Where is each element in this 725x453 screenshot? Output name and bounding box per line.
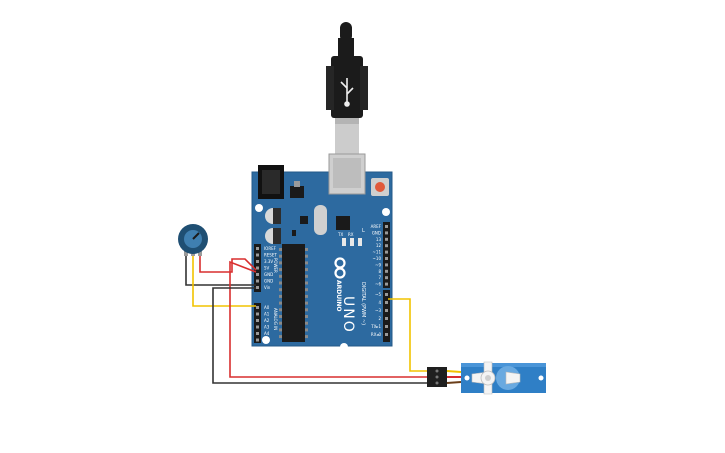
- header-pin[interactable]: [385, 325, 388, 328]
- digital-header-upper: [383, 222, 390, 288]
- pin-label: 7: [378, 275, 381, 280]
- header-pin[interactable]: [256, 306, 259, 309]
- pin-label: A0: [264, 305, 270, 310]
- pin-label: TX▸1: [370, 324, 381, 329]
- pin-label: 5V: [264, 266, 270, 271]
- pin-label: GND: [264, 272, 273, 277]
- header-pin[interactable]: [256, 247, 259, 250]
- digital-header-label: DIGITAL (PWM ~): [360, 282, 366, 325]
- brand-label: ARDUINO: [335, 280, 342, 311]
- header-pin[interactable]: [385, 257, 388, 260]
- header-pin[interactable]: [256, 286, 259, 289]
- pin-label: 2: [378, 316, 381, 321]
- header-pin[interactable]: [385, 244, 388, 248]
- header-pin[interactable]: [256, 319, 259, 322]
- model-label: UNO: [340, 296, 356, 334]
- pin-label: A3: [264, 325, 270, 330]
- pin-label: A1: [264, 312, 270, 317]
- atmega-chip: [282, 244, 305, 342]
- pin-label: 12: [376, 243, 382, 248]
- pin-label: GND: [264, 279, 273, 284]
- pin-label: AREF: [371, 224, 382, 229]
- header-pin[interactable]: [385, 225, 388, 228]
- pin-label: GND: [372, 230, 381, 235]
- potentiometer-knob-indicator[interactable]: [192, 232, 200, 240]
- usb-icon: [340, 78, 354, 107]
- mounting-hole: [262, 336, 270, 344]
- wire-pot-ground[interactable]: [185, 254, 256, 286]
- header-pin[interactable]: [256, 325, 259, 329]
- header-pin[interactable]: [256, 338, 259, 342]
- mounting-hole: [382, 208, 390, 216]
- header-pin[interactable]: [385, 309, 388, 312]
- header-pin[interactable]: [385, 301, 388, 304]
- pin-label: IOREF: [264, 246, 277, 251]
- header-pin[interactable]: [385, 231, 388, 235]
- wire-pot-wiper[interactable]: [192, 254, 256, 307]
- header-pin[interactable]: [385, 250, 388, 254]
- pin-label: 3.3V: [264, 259, 273, 264]
- header-pin[interactable]: [385, 237, 388, 241]
- pin-label: ~11: [373, 250, 382, 255]
- header-pin[interactable]: [385, 276, 388, 280]
- mounting-hole: [340, 343, 348, 351]
- pin-label: ~9: [375, 262, 381, 267]
- arduino-logo: ARDUINO: [334, 257, 346, 311]
- pin-label: 4: [378, 300, 381, 305]
- wires: [185, 254, 428, 384]
- status-leds: L TX RX: [337, 228, 365, 246]
- analog-header-label: ANALOG IN: [273, 308, 278, 330]
- pin-label: ~3: [375, 308, 381, 313]
- header-pin[interactable]: [385, 317, 388, 320]
- mounting-hole: [255, 204, 263, 212]
- header-pin[interactable]: [385, 333, 388, 336]
- header-pin[interactable]: [256, 266, 259, 270]
- header-pin[interactable]: [385, 293, 388, 296]
- analog-header: [254, 303, 261, 343]
- wire-servo-ground[interactable]: [212, 287, 428, 384]
- header-pin[interactable]: [385, 263, 388, 267]
- pin-label: ~5: [375, 292, 381, 297]
- pin-label: RESET: [264, 253, 277, 258]
- pin-label: 13: [376, 237, 382, 242]
- header-pin[interactable]: [256, 260, 259, 263]
- pin-label: ~10: [373, 256, 382, 261]
- pin-label: A5: [264, 338, 270, 343]
- led-rx-label: RX: [348, 232, 354, 237]
- header-pin[interactable]: [256, 253, 259, 257]
- pin-label: A4: [264, 331, 270, 336]
- voltage-regulator: [290, 186, 304, 198]
- crystal-oscillator: [314, 205, 327, 235]
- pin-label: RX◂0: [371, 332, 382, 337]
- potentiometer[interactable]: [178, 224, 208, 256]
- usb-cable[interactable]: [326, 22, 368, 154]
- power-header-label: POWER: [273, 258, 278, 273]
- pin-label: Vin: [264, 285, 271, 290]
- header-pin[interactable]: [385, 269, 388, 273]
- wire-servo-signal[interactable]: [388, 298, 428, 372]
- header-pin[interactable]: [256, 273, 259, 276]
- header-pin[interactable]: [256, 332, 259, 335]
- led-l-label: L: [362, 228, 365, 234]
- wire-pot-5v[interactable]: [199, 254, 257, 273]
- header-pin[interactable]: [385, 282, 388, 286]
- header-pin[interactable]: [256, 312, 259, 316]
- arduino-uno-board[interactable]: L TX RX ARDUINO UNO DIGITAL (PWM ~) POWE…: [251, 153, 393, 351]
- led-tx-label: TX: [337, 232, 343, 237]
- header-pin[interactable]: [256, 279, 259, 283]
- wire-servo-5v[interactable]: [229, 260, 428, 378]
- pin-label: A2: [264, 318, 270, 323]
- pin-label: ~6: [375, 282, 381, 287]
- pin-label: 8: [378, 269, 381, 274]
- servo-motor[interactable]: [427, 361, 546, 395]
- digital-header-lower: [383, 290, 390, 342]
